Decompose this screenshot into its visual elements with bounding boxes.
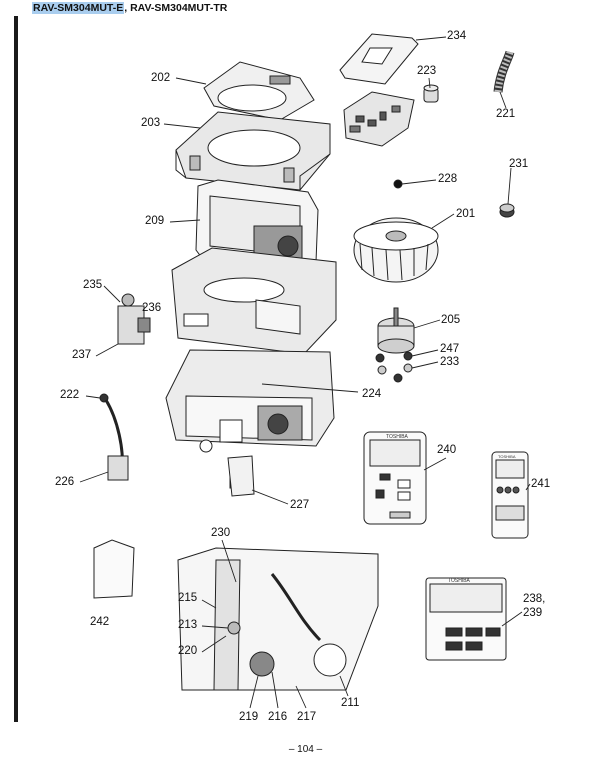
label-215: 215 [178,592,198,604]
part-241-handheld-remote [491,451,529,539]
leader-lines [79,36,531,709]
remote-brand-label: TOSHIBA [386,434,409,440]
part-235-237-pump [117,293,151,345]
label-226: 226 [55,476,75,488]
part-242-manual [93,539,135,599]
part-234-cover [339,33,419,85]
part-223-bushing [423,84,439,103]
label-220: 220 [178,645,198,657]
model-highlight: RAV-SM304MUT-E [32,2,125,14]
heat-exchanger-assembly [177,547,379,691]
label-234: 234 [447,30,467,42]
control-box [343,91,415,147]
label-233: 233 [440,356,460,368]
label-219: 219 [239,711,259,723]
part-231-cap [499,203,515,218]
controller-brand-label: TOSHIBA [448,578,471,584]
part-228-nut [393,179,403,189]
part-240-remote [363,431,427,525]
label-217: 217 [297,711,317,723]
label-241: 241 [531,478,551,490]
label-231: 231 [509,158,529,170]
part-227-plate [227,455,255,497]
label-221: 221 [496,108,516,120]
label-230: 230 [211,527,231,539]
label-238-239: 238, 239 [523,593,546,619]
part-205-motor [377,307,415,354]
label-203: 203 [141,117,161,129]
label-236: 236 [142,302,162,314]
label-235: 235 [83,279,103,291]
label-237: 237 [72,349,92,361]
model-rest: , RAV-SM304MUT-TR [124,2,228,14]
label-205: 205 [441,314,461,326]
label-223: 223 [417,65,437,77]
label-202: 202 [151,72,171,84]
label-247: 247 [440,343,460,355]
label-213: 213 [178,619,198,631]
label-224: 224 [362,388,382,400]
main-casing [165,349,335,489]
label-240: 240 [437,444,457,456]
part-201-fan [353,217,439,283]
part-202-top-frame [203,61,315,121]
label-227: 227 [290,499,310,511]
part-221-drain-hose [493,50,515,93]
drain-pan [171,247,337,355]
handheld-brand-label: TOSHIBA [498,454,516,459]
part-203-frame [175,111,331,191]
label-211: 211 [341,697,360,709]
label-242: 242 [90,616,110,628]
part-238-239-controller [425,577,507,661]
label-228: 228 [438,173,458,185]
part-222-226-pipe [99,393,129,481]
label-222: 222 [60,389,80,401]
label-209: 209 [145,215,165,227]
model-header: RAV-SM304MUT-E, RAV-SM304MUT-TR [32,2,227,14]
sidebar-bar [14,16,18,722]
label-201: 201 [456,208,476,220]
page-number: – 104 – [288,744,323,755]
label-216: 216 [268,711,288,723]
part-247-233-bushings [375,351,413,383]
